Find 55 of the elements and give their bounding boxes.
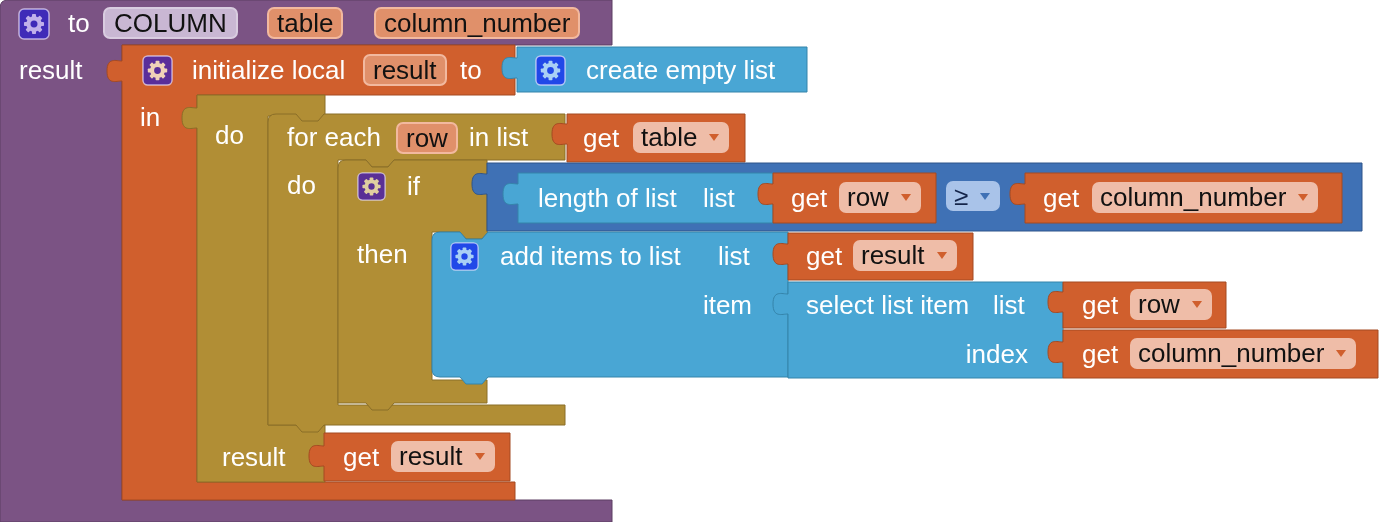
block-label: list: [718, 240, 750, 272]
block-label: for each: [287, 121, 381, 153]
getter-block: [1048, 282, 1226, 328]
block-label: in list: [469, 121, 529, 153]
block-label: to: [68, 7, 90, 39]
block-label: if: [407, 170, 420, 202]
if-block: [338, 160, 488, 410]
getter-block: [758, 173, 936, 223]
variable-dropdown: result: [391, 441, 495, 472]
variable-dropdown: row: [1130, 289, 1212, 320]
block-label: get: [583, 122, 620, 154]
variable-dropdown: column_number: [1092, 182, 1319, 213]
select-item-block: [773, 282, 1063, 378]
block-label: get: [1082, 338, 1119, 370]
block-label: then: [357, 238, 408, 270]
block-label: length of list: [538, 182, 677, 214]
block-label: do: [287, 169, 316, 201]
variable-name-field: row: [396, 122, 458, 154]
do-block: [182, 95, 325, 482]
block-label: result: [19, 54, 83, 86]
variable-name-field: column_number: [374, 7, 581, 39]
block-label: add items to list: [500, 240, 681, 272]
block-label: get: [1082, 289, 1119, 321]
getter-block: [1010, 173, 1342, 223]
block-label: initialize local: [192, 54, 346, 86]
block-label: in: [140, 101, 161, 133]
variable-dropdown: row: [839, 182, 921, 213]
block-label: index: [965, 338, 1028, 370]
getter-block: [309, 433, 510, 481]
block-label: list: [993, 289, 1025, 321]
procedure-name-field: COLUMN: [103, 7, 238, 39]
operator-dropdown: ≥: [946, 181, 1001, 211]
block-label: get: [343, 441, 380, 473]
variable-dropdown: column_number: [1130, 338, 1357, 369]
comparison-block: [472, 163, 1362, 231]
block-label: get: [1043, 182, 1080, 214]
length-block: [503, 173, 773, 223]
block-label: select list item: [806, 289, 970, 321]
block-label: create empty list: [586, 54, 776, 86]
block-label: item: [702, 289, 752, 321]
variable-name-field: table: [267, 7, 344, 39]
add-items-block: [432, 232, 788, 384]
block-label: get: [806, 240, 843, 272]
block-label: do: [215, 119, 244, 151]
getter-block: [773, 233, 973, 280]
block-label: get: [791, 182, 828, 214]
variable-dropdown: result: [853, 240, 957, 271]
block-label: result: [222, 441, 286, 473]
variable-name-field: result: [363, 54, 447, 86]
getter-block: [1048, 330, 1378, 378]
block-label: to: [460, 54, 482, 86]
list-block: [502, 47, 807, 92]
variable-dropdown: table: [633, 122, 730, 153]
block-label: list: [703, 182, 735, 214]
getter-block: [552, 114, 745, 162]
